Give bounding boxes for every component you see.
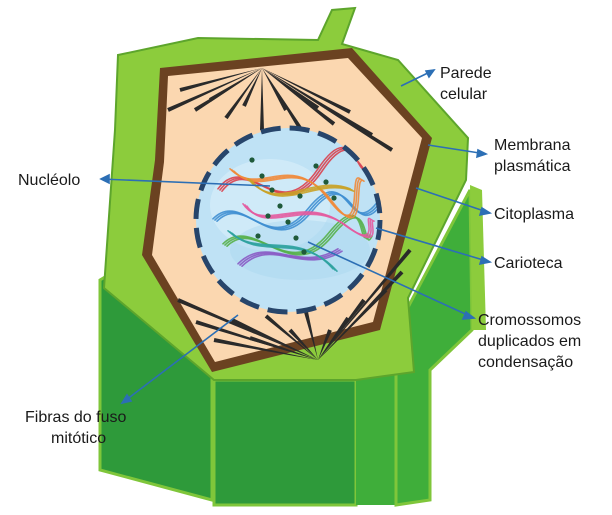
chromosome-strand — [231, 232, 338, 273]
leader-fibras — [121, 314, 239, 404]
spindle-fiber — [262, 68, 320, 110]
centromere-dot — [331, 195, 337, 201]
spindle-fiber — [288, 328, 318, 360]
spindle-fiber — [318, 248, 412, 360]
centromere-dot — [269, 187, 275, 193]
centromere-dot — [323, 179, 329, 185]
spindle-fiber — [179, 68, 262, 92]
chromosome-strand — [229, 167, 361, 217]
leader-cromossomos — [307, 241, 475, 319]
spindle-fiber — [318, 329, 332, 360]
centromere-dot — [265, 213, 271, 219]
spindle-fiber — [249, 336, 318, 360]
label-fibras-do-fuso: Fibras do fuso mitótico — [25, 409, 131, 447]
centromere-dot — [277, 203, 283, 209]
arrowhead-carioteca — [478, 255, 493, 266]
label-citoplasma: Citoplasma — [494, 206, 574, 223]
chromosome-strand — [241, 250, 343, 268]
chromosomes — [212, 146, 380, 273]
centromere-dot — [313, 163, 319, 169]
chromosome-beads — [249, 157, 337, 255]
arrowhead-citoplasma — [478, 206, 493, 217]
centromere-dot — [249, 157, 255, 163]
spindle-fiber — [167, 68, 262, 112]
spindle-fiber — [231, 318, 318, 360]
karyotheca — [193, 125, 383, 315]
centromere-dot — [301, 249, 307, 255]
spindle-fiber — [213, 338, 318, 360]
spindle-fiber — [242, 68, 262, 107]
chromosome-strand — [231, 169, 363, 218]
chromosome-strand — [233, 170, 365, 219]
label-parede-celular: Parede celular — [440, 65, 496, 103]
arrowhead-fibras — [120, 393, 133, 405]
centromere-dot — [297, 193, 303, 199]
arrowhead-nucleolo — [99, 173, 110, 185]
chromosome-strand — [216, 193, 380, 231]
spindle-fiber — [260, 68, 264, 130]
spindle-fiber — [262, 68, 336, 126]
spindle-fiber — [264, 314, 318, 360]
spindle-fiber — [318, 298, 366, 360]
spindle-fiber — [208, 68, 262, 102]
label-carioteca: Carioteca — [494, 255, 563, 272]
leader-membrana — [427, 144, 487, 155]
leader-lines — [99, 68, 493, 405]
centromere-dot — [293, 235, 299, 241]
leader-citoplasma — [415, 187, 491, 214]
arrowhead-cromossomos — [461, 310, 477, 320]
chromosome-strand — [239, 249, 341, 266]
spindle-fiber — [262, 68, 351, 114]
spindle-fiber — [318, 270, 404, 360]
leader-nucleolo — [100, 178, 271, 187]
spindle-fiber — [262, 68, 302, 130]
spindle-fiber — [177, 298, 318, 360]
label-cromossomos: Cromossomos duplicados em condensação — [478, 312, 586, 371]
centromere-dot — [285, 219, 291, 225]
spindle-fiber — [262, 68, 394, 152]
centromere-dot — [255, 233, 261, 239]
spindle-fiber — [224, 68, 262, 120]
chromosome-strand — [237, 247, 339, 265]
centromere-dot — [259, 173, 265, 179]
spindle-fiber — [304, 311, 318, 360]
label-nucleolo: Nucléolo — [18, 172, 80, 189]
arrowhead-membrana — [476, 148, 489, 159]
arrowhead-parede — [424, 68, 436, 79]
leader-carioteca — [375, 227, 491, 263]
spindle-fibers — [167, 68, 412, 360]
label-membrana-plasmatica: Membrana plasmática — [494, 137, 575, 175]
